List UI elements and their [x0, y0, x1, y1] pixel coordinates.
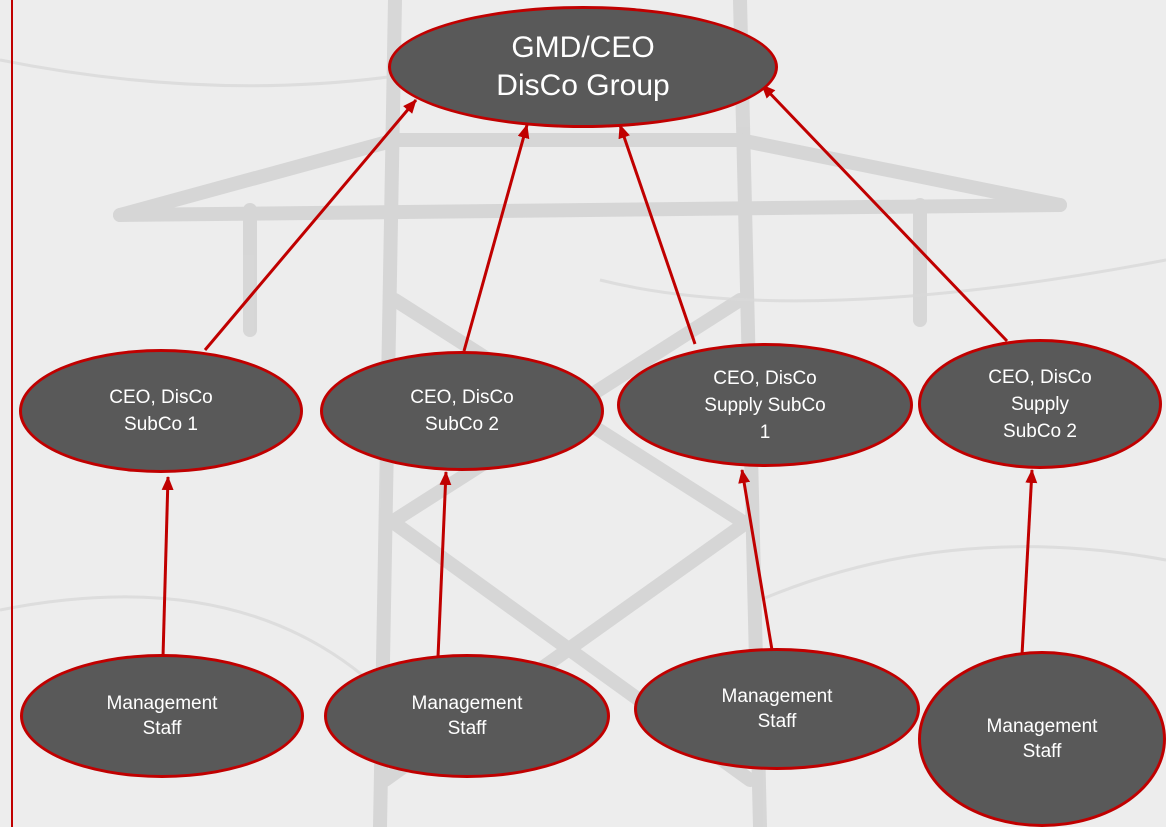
management-staff-label-3: Management Staff [721, 686, 833, 732]
management-staff-label-2: Management Staff [411, 693, 523, 739]
arrow-subco2-to-top [462, 124, 530, 352]
ceo-subco1-node: CEO, DisCo SubCo 1 [19, 349, 303, 473]
ceo-supply-subco1-node: CEO, DisCo Supply SubCo 1 [617, 343, 913, 467]
management-staff-label-1: Management Staff [106, 693, 218, 739]
arrow-subco1-to-top [203, 99, 418, 351]
gmd-ceo-node: GMD/CEO DisCo Group [388, 6, 778, 128]
ceo-subco2-label: CEO, DisCo SubCo 2 [410, 387, 514, 435]
ceo-supply-subco1-label: CEO, DisCo Supply SubCo 1 [704, 367, 826, 443]
arrow-staff1-to-subco1 [161, 476, 174, 658]
left-border-line [11, 0, 13, 827]
ceo-subco1-label: CEO, DisCo SubCo 1 [109, 387, 213, 435]
management-staff-node-3: Management Staff [634, 648, 920, 770]
management-staff-node-1: Management Staff [20, 654, 304, 778]
gmd-ceo-label: GMD/CEO DisCo Group [496, 31, 670, 102]
ceo-supply-subco2-node: CEO, DisCo Supply SubCo 2 [918, 339, 1162, 469]
arrow-supply1-to-top [618, 124, 697, 345]
arrow-staff4-to-supply2 [1020, 469, 1038, 656]
arrow-staff2-to-subco2 [436, 471, 452, 658]
management-staff-node-2: Management Staff [324, 654, 610, 778]
management-staff-node-4: Management Staff [918, 651, 1166, 827]
ceo-subco2-node: CEO, DisCo SubCo 2 [320, 351, 604, 471]
ceo-supply-subco2-label: CEO, DisCo Supply SubCo 2 [988, 366, 1092, 442]
arrow-staff3-to-supply1 [738, 469, 774, 651]
management-staff-label-4: Management Staff [986, 716, 1098, 762]
arrow-supply2-to-top [760, 83, 1009, 343]
